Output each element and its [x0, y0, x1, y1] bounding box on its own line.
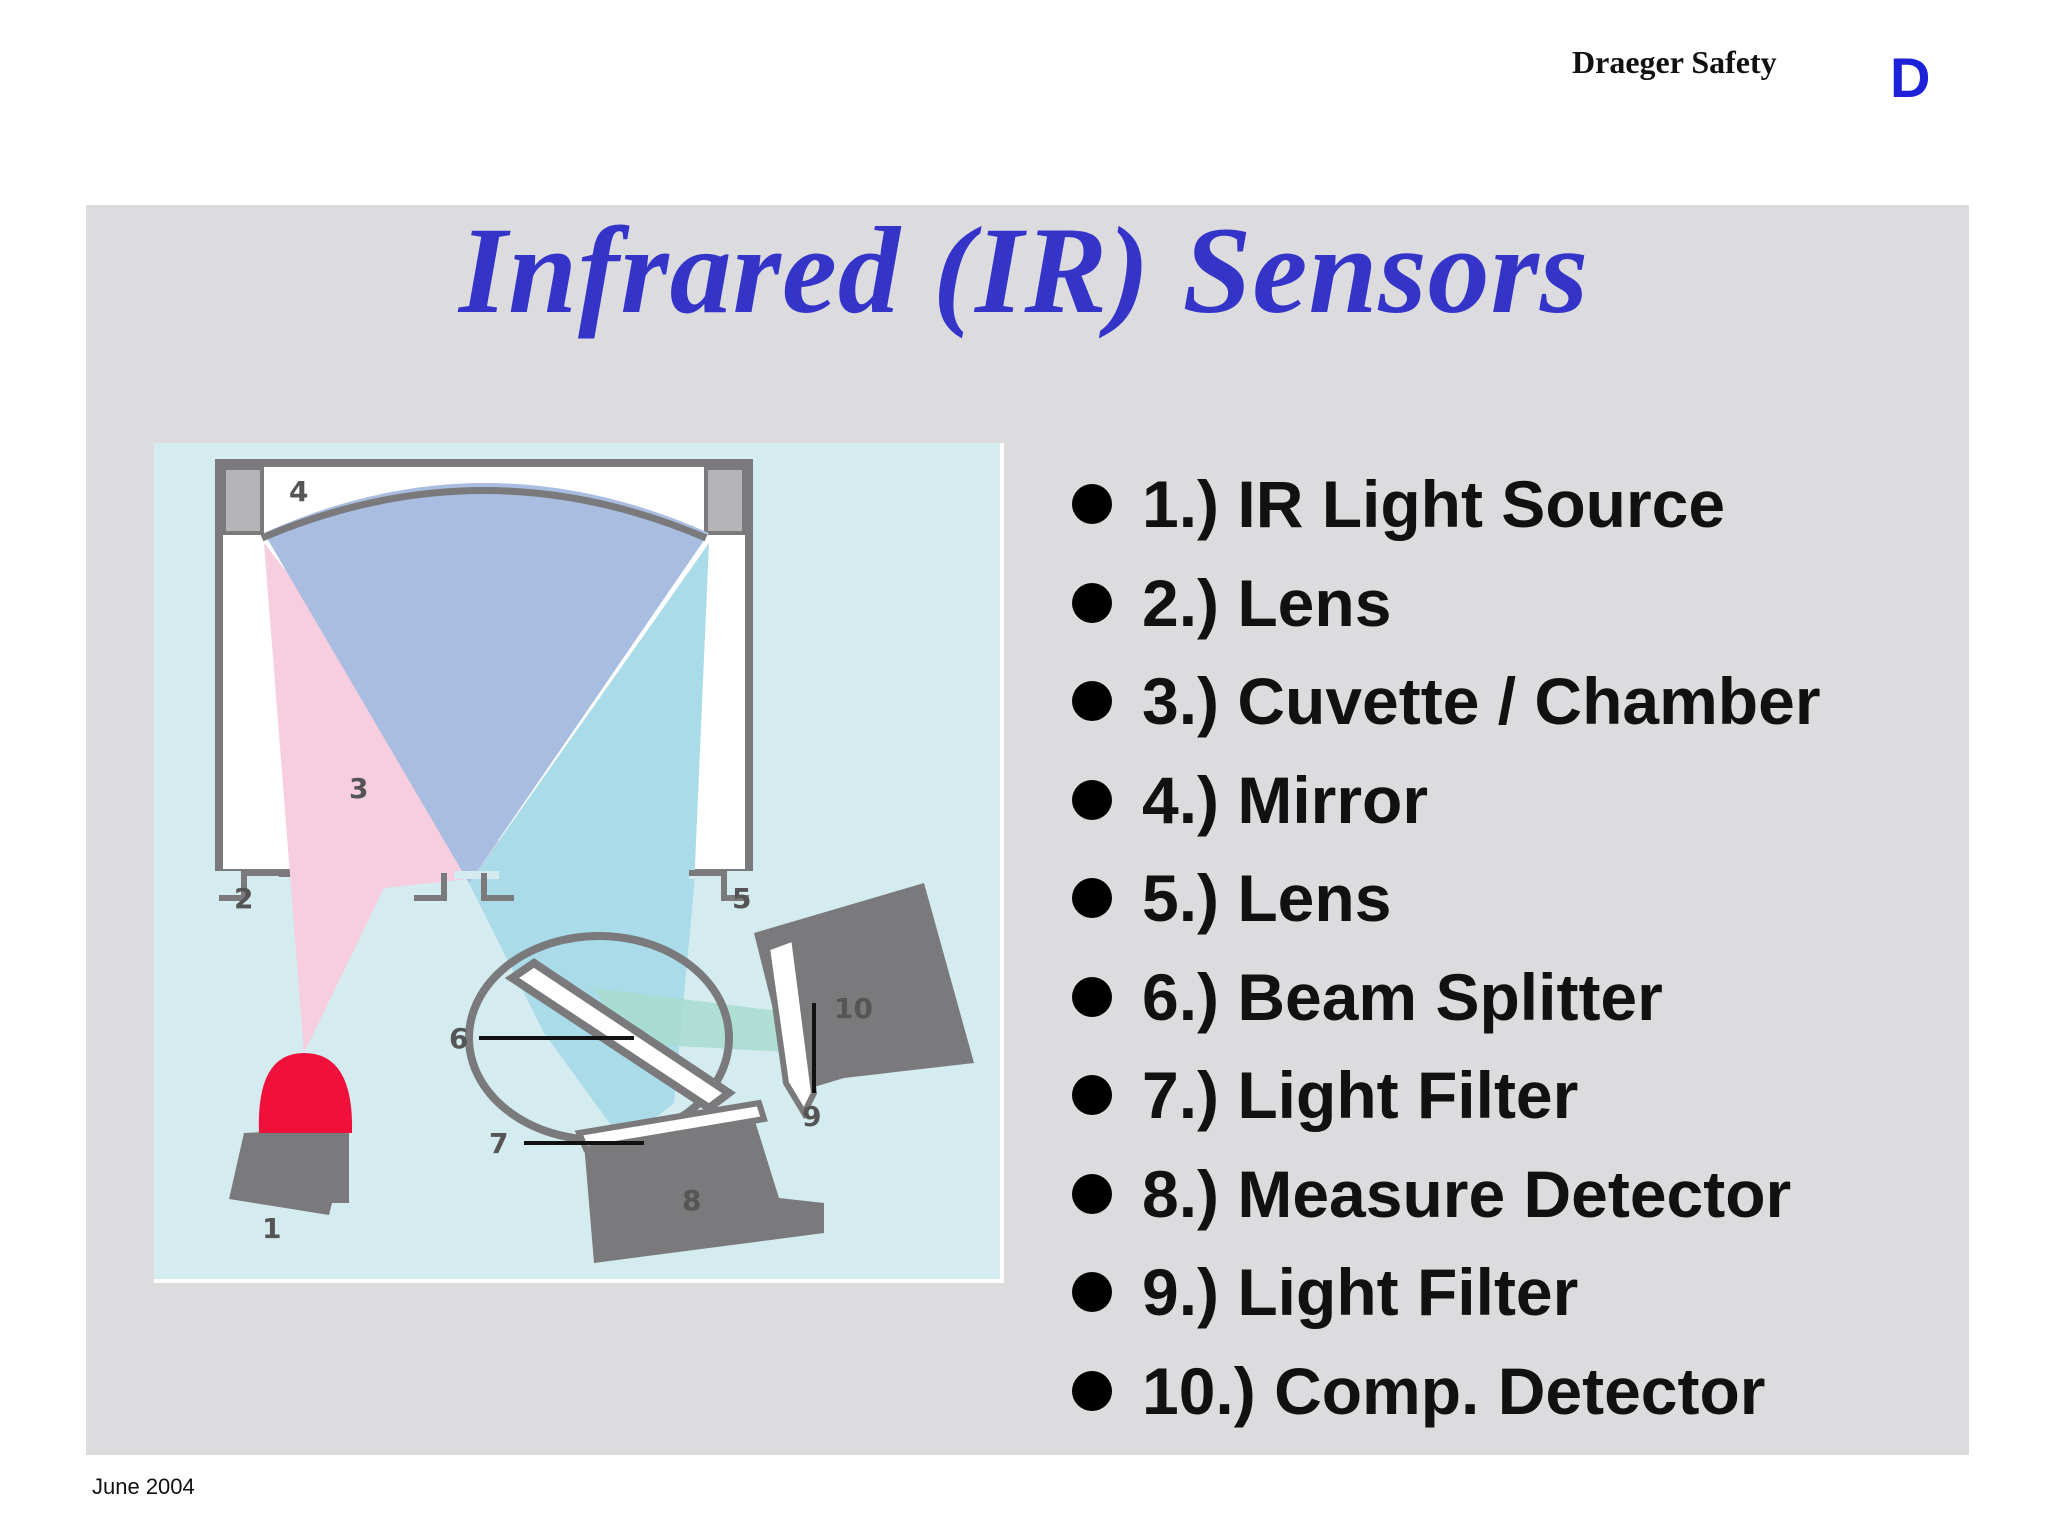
draeger-logo: D: [1890, 46, 1931, 109]
source-beam: [264, 543, 524, 1053]
list-item-text: 9.) Light Filter: [1142, 1255, 1579, 1329]
list-item-text: 6.) Beam Splitter: [1142, 959, 1663, 1034]
measure-detector: [584, 1118, 824, 1263]
diagram-label-7: 7: [489, 1127, 508, 1160]
list-item-text: 3.) Cuvette / Chamber: [1142, 664, 1821, 738]
list-item: 9.) Light Filter: [1070, 1243, 1821, 1342]
bullet-icon: [1072, 484, 1112, 524]
lens-left: [219, 870, 279, 901]
list-item: 3.) Cuvette / Chamber: [1070, 652, 1821, 751]
beam-splitter-plate: [504, 958, 736, 1113]
ir-sensor-diagram: 4 3 2 5 6 10 9 7 8 1: [154, 443, 1004, 1283]
list-item: 10.) Comp. Detector: [1070, 1342, 1821, 1441]
list-item-text: 2.) Lens: [1142, 565, 1392, 640]
list-item: 8.) Measure Detector: [1070, 1145, 1821, 1244]
bullet-icon: [1072, 878, 1112, 918]
bullet-icon: [1072, 1272, 1112, 1312]
mirror-end-left: [222, 466, 264, 535]
lens-center: [414, 873, 514, 901]
diagram-label-3: 3: [349, 772, 368, 805]
diagram-label-6: 6: [449, 1022, 468, 1055]
bullet-icon: [1072, 582, 1112, 623]
mirror-reflection: [264, 483, 709, 883]
lens-right: [689, 870, 749, 901]
list-item-text: 7.) Light Filter: [1142, 1058, 1579, 1132]
list-item: 1.) IR Light Source: [1070, 455, 1821, 554]
light-filter-9: [763, 933, 818, 1120]
mirror: [260, 487, 708, 542]
diagram-label-4: 4: [289, 475, 308, 508]
bullet-icon: [1072, 1075, 1112, 1115]
diagram-label-1: 1: [262, 1212, 281, 1245]
ir-light-source: [258, 1053, 353, 1133]
bullet-icon: [1072, 976, 1112, 1017]
footer-date: June 2004: [92, 1474, 195, 1499]
diagram-label-8: 8: [682, 1184, 701, 1217]
list-item: 2.) Lens: [1070, 554, 1821, 653]
bullet-icon: [1072, 1173, 1112, 1214]
bullet-icon: [1072, 779, 1112, 820]
bullet-icon: [1072, 681, 1112, 721]
list-item-text: 4.) Mirror: [1142, 762, 1429, 837]
diagram-label-5: 5: [732, 882, 751, 915]
list-item: 7.) Light Filter: [1070, 1046, 1821, 1145]
mirror-end-right: [704, 466, 746, 535]
list-item: 4.) Mirror: [1070, 751, 1821, 850]
diagram-label-9: 9: [802, 1100, 821, 1133]
light-source-body: [229, 1128, 349, 1215]
list-item: 5.) Lens: [1070, 849, 1821, 948]
diagram-label-2: 2: [234, 882, 253, 915]
bullet-icon: [1072, 1370, 1112, 1411]
list-item-text: 10.) Comp. Detector: [1142, 1353, 1766, 1428]
list-item-text: 8.) Measure Detector: [1142, 1156, 1792, 1231]
component-list: 1.) IR Light Source 2.) Lens 3.) Cuvette…: [1070, 455, 1821, 1440]
slide-title: Infrared (IR) Sensors: [458, 202, 1590, 339]
brand-name: Draeger Safety: [1572, 44, 1777, 80]
list-item-text: 1.) IR Light Source: [1142, 467, 1726, 541]
list-item: 6.) Beam Splitter: [1070, 948, 1821, 1047]
diagram-label-10: 10: [834, 992, 873, 1025]
list-item-text: 5.) Lens: [1142, 861, 1392, 935]
